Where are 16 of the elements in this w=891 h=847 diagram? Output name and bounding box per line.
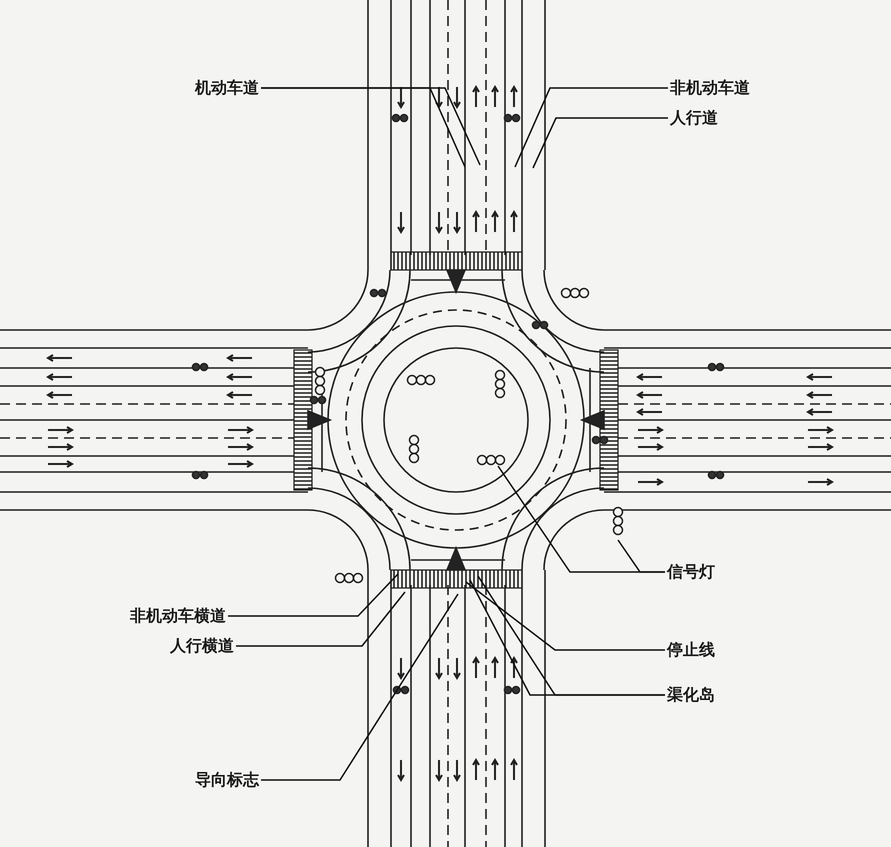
leader-line — [261, 594, 459, 781]
leader-line — [236, 592, 406, 647]
part-label: 导向标志 — [195, 770, 259, 790]
part-label: 非机动车道 — [670, 78, 750, 98]
part-label: 信号灯 — [667, 562, 715, 582]
leader-line — [466, 581, 665, 651]
part-label: 渠化岛 — [667, 685, 715, 705]
leader-line — [228, 573, 399, 617]
leader-line — [617, 540, 665, 573]
part-label: 停止线 — [667, 640, 715, 660]
leader-line — [532, 117, 668, 168]
leader-line — [514, 87, 668, 168]
part-label: 非机动车横道 — [130, 606, 226, 626]
part-label: 人行道 — [670, 108, 718, 128]
part-label: 机动车道 — [195, 78, 259, 98]
part-label: 人行横道 — [170, 636, 234, 656]
